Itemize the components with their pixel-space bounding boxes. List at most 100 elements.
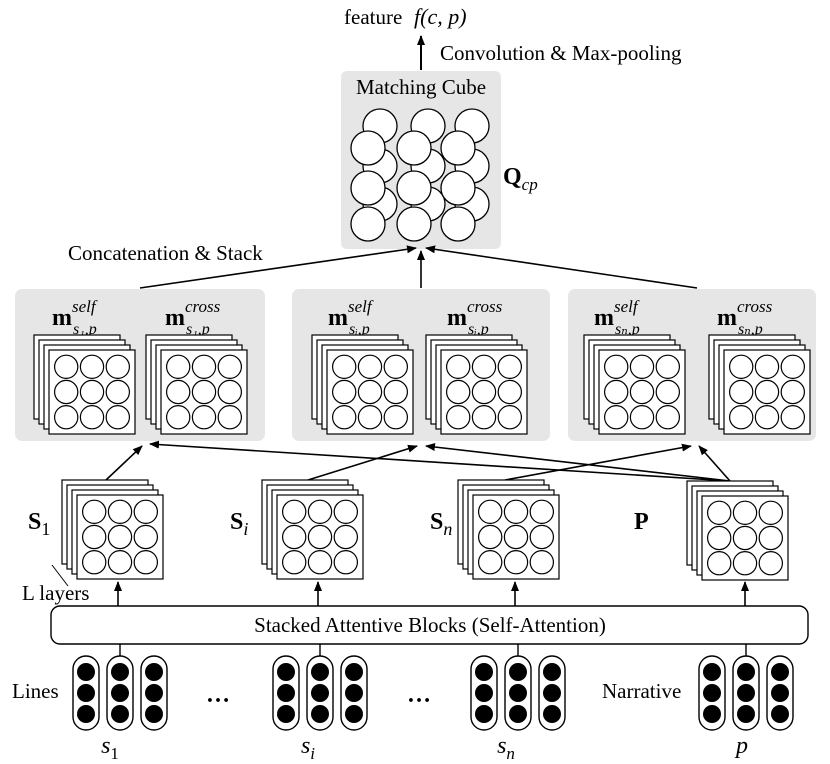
m-sub: sₙ,p [615,321,640,338]
arrow-si-to-gi [307,444,418,481]
matrix-cell [191,404,217,430]
token-dim [771,705,789,723]
matrix-cell [79,379,105,405]
matrix-cell [503,524,529,550]
m-symbol: m [52,305,72,331]
matrix-cell [79,404,105,430]
matrix-cell [477,524,503,550]
matrix-cell [629,404,655,430]
token-dim [345,705,363,723]
token-label-0: s1 [101,733,119,763]
token-dim [311,663,329,681]
matrix-cell [780,354,806,380]
matrix-cell [357,404,383,430]
ellipsis-2: … [407,682,431,708]
matrix-cell [307,524,333,550]
arrow-p-to-gi [425,443,731,482]
token-dim [111,705,129,723]
matrix-cell [105,354,131,380]
matrix-cell [333,524,359,550]
matrix-cell [53,354,79,380]
matrix-cell [603,354,629,380]
matrix-cell [754,354,780,380]
feature-label: feature [344,5,402,29]
m-cross-1-stack [145,334,248,435]
matrix-cell [728,379,754,405]
matrix-cell [191,379,217,405]
matrix-cell [445,379,471,405]
matrix-cell [107,499,133,525]
token-dim [277,684,295,702]
encoder-label: Stacked Attentive Blocks (Self-Attention… [254,613,606,637]
matrix-cell [445,354,471,380]
m-symbol: m [594,305,614,331]
cube-ball [350,130,386,166]
cube-ball [350,170,386,206]
token-dim [145,663,163,681]
matrix-cell [133,549,159,575]
matrix-cell [53,379,79,405]
token-dim [277,705,295,723]
token-dim [703,684,721,702]
token-label-2: sn [497,733,515,763]
matrix-cell [217,404,243,430]
matrix-cell [754,379,780,405]
input-embeddings [72,644,794,731]
rep-label-main: S [230,509,243,535]
m-sub: s₁,p [186,321,210,338]
matrix-cell [529,524,555,550]
rep-s1-stack [61,479,164,580]
matrix-cell [629,354,655,380]
m-sup: cross [467,297,503,316]
matrix-cell [105,404,131,430]
matrix-cell [477,549,503,575]
matrix-cell [105,379,131,405]
matrix-cell [603,404,629,430]
m-sup: cross [185,297,221,316]
token-dim [703,705,721,723]
concat-label: Concatenation & Stack [68,241,263,265]
matrix-cell [629,379,655,405]
token-dim [475,663,493,681]
rep-label-sub: i [243,519,248,539]
arrow-p-to-gn [698,445,731,482]
feature-math: f(c, p) [414,4,467,29]
rep-sn-stack [457,479,560,580]
cube-symbol: Qcp [503,164,538,194]
m-cross-n-stack [708,334,811,435]
token-dim [345,684,363,702]
token-dim [145,705,163,723]
m-sup: cross [737,297,773,316]
encoder-block [50,605,809,645]
rep-label-3: P [634,509,649,535]
narrative-label: Narrative [602,679,681,703]
matrix-cell [603,379,629,405]
matrix-cell [333,549,359,575]
rep-label-main: S [430,509,443,535]
matrix-cell [165,354,191,380]
matrix-cell [706,500,732,526]
cube-ball [350,206,386,242]
m-symbol: m [717,305,737,331]
token-dim [737,663,755,681]
matrix-cell [281,549,307,575]
matrix-cell [754,404,780,430]
matrix-cell [107,549,133,575]
token-dim [77,663,95,681]
matrix-cell [357,354,383,380]
token-dim [111,684,129,702]
rep-label-main: P [634,509,649,535]
matrix-cell [333,499,359,525]
concat-arrow-left [139,245,417,289]
cube-ball [440,170,476,206]
m-symbol: m [328,305,348,331]
m-sub: sᵢ,p [349,321,370,338]
matrix-cell [529,549,555,575]
arrow-sn-to-gn [504,443,692,481]
lines-label: Lines [12,679,59,703]
